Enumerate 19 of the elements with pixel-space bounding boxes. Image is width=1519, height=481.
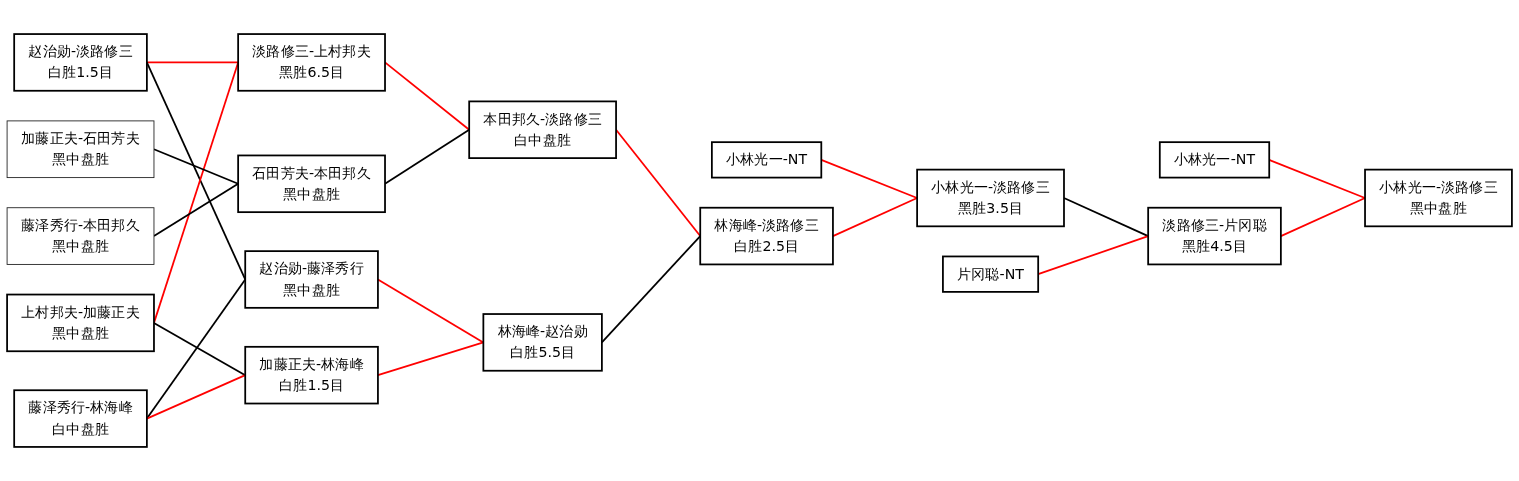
node-box: 本田邦久-淡路修三 白中盘胜 (468, 100, 617, 159)
node-box: 小林光一-NT (1158, 141, 1271, 179)
node-box: 淡路修三-上村邦夫 黑胜6.5目 (237, 33, 386, 92)
node-box: 淡路修三-片冈聪 黑胜4.5目 (1147, 206, 1282, 266)
node-box: 片冈聪-NT (942, 255, 1040, 293)
node-box: 林海峰-淡路修三 白胜2.5目 (699, 206, 834, 266)
node-box: 加藤正夫-林海峰 白胜1.5目 (244, 345, 379, 405)
node-box: 上村邦夫-加藤正夫 黑中盘胜 (6, 293, 155, 353)
node-box: 藤泽秀行-本田邦久 黑中盘胜 (6, 207, 155, 265)
node-box: 加藤正夫-石田芳夫 黑中盘胜 (6, 120, 155, 179)
node-box: 小林光一-淡路修三 黑中盘胜 (1364, 168, 1513, 228)
node-box: 赵治勋-藤泽秀行 黑中盘胜 (244, 250, 379, 309)
node-box: 小林光一-淡路修三 黑胜3.5目 (916, 168, 1065, 228)
connector (832, 197, 918, 237)
node-box: 赵治勋-淡路修三 白胜1.5目 (13, 33, 148, 92)
node-box: 林海峰-赵治勋 白胜5.5目 (482, 313, 603, 372)
node-box: 藤泽秀行-林海峰 白中盘胜 (13, 389, 148, 448)
node-box: 小林光一-NT (711, 141, 823, 179)
node-box: 石田芳夫-本田邦久 黑中盘胜 (237, 154, 386, 214)
